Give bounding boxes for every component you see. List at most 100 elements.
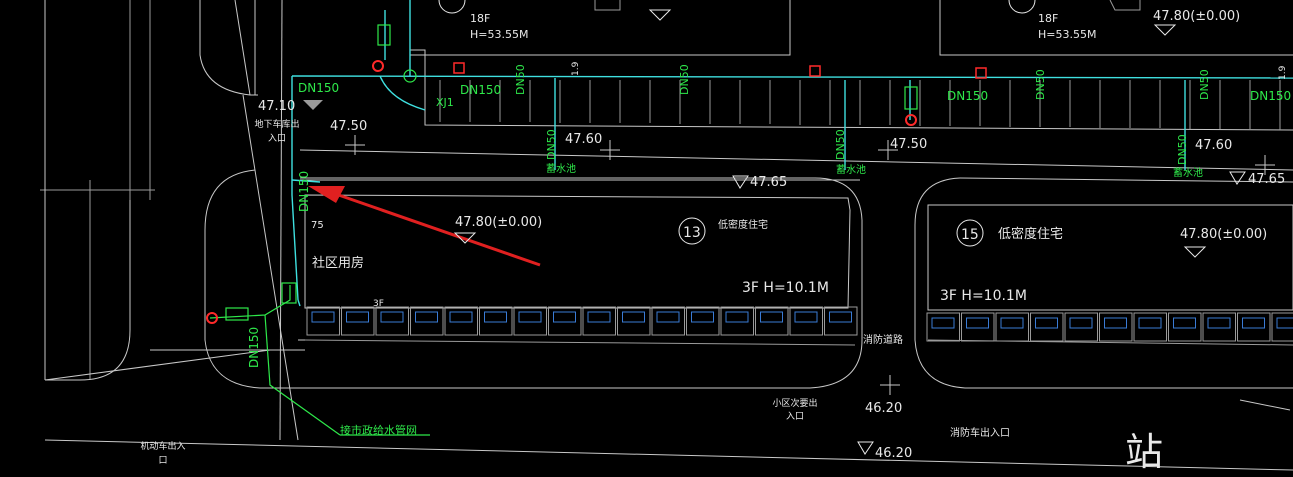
window-mark [622,311,645,323]
window-bay [789,306,823,336]
garage-exit-label: 地下车库出入口 [254,120,300,144]
window-bay [824,306,858,336]
window-mark [691,311,714,323]
window-mark [829,311,852,323]
window-mark [484,311,507,323]
window-bay [1237,312,1271,342]
window-mark [966,317,989,329]
window-mark [1000,317,1024,329]
window-mark [553,311,576,323]
dn50-label-2: DN50 [678,64,691,95]
window-mark [1173,317,1196,329]
window-bay [651,306,685,336]
window-bay [375,306,409,336]
building-15-number: 15 [961,227,979,243]
service-pipe [209,24,918,436]
building-13-name: 低密度住宅 [718,218,768,231]
window-bay [1099,312,1133,342]
window-bay [548,306,582,336]
dn50-label-6: DN50 [834,129,847,160]
building-15-floors-height: 3F H=10.1M [940,288,1027,304]
window-bay [1030,312,1064,342]
building-13-elevation: 47.80(±0.00) [455,215,542,230]
building-13-circle [678,217,706,245]
window-bay [617,306,651,336]
window-mark [346,311,369,323]
window-bay [1168,312,1202,342]
xj-label: XJ1 [436,96,454,109]
building-top-right-circle [1008,0,1036,14]
top-right-floors: 18F [1038,12,1058,25]
secondary-entrance-label: 小区次要出入口 [772,399,818,422]
window-mark [1207,317,1231,329]
window-mark [725,311,749,323]
window-mark [931,317,955,329]
dn50-label-1: DN50 [514,64,527,95]
note-19-2: 1.9 [1278,65,1288,80]
window-bay [479,306,513,336]
window-bay [995,312,1029,342]
elevation-e1: 47.10 [258,99,295,114]
note-75: 75 [311,220,324,231]
elevation-e2: 47.50 [330,119,367,134]
rainwater-pool-1: 蓄水池 [546,162,576,175]
window-bay [444,306,478,336]
elevation-e6: 47.65 [750,175,787,190]
window-bay [341,306,375,336]
window-mark [794,311,818,323]
window-mark [1242,317,1265,329]
dn50-label-4: DN50 [1198,69,1211,100]
window-bay [1202,312,1236,342]
window-mark [311,311,335,323]
window-row-13 [306,306,858,336]
window-bay [926,312,960,342]
building-15-elevation: 47.80(±0.00) [1180,227,1267,242]
dn150-label-1: DN150 [298,81,339,95]
water-main [291,0,1293,307]
window-bay [755,306,789,336]
building-13-number: 13 [683,225,701,241]
dn50-label-5: DN50 [545,129,558,160]
window-mark [760,311,783,323]
rainwater-pool-2: 蓄水池 [836,163,866,176]
dn150-label-vertical-1: DN150 [297,171,311,212]
elevation-e9: 46.20 [875,446,912,461]
window-bay [720,306,754,336]
window-mark [587,311,611,323]
window-mark [1069,317,1093,329]
dn150-label-vertical-2: DN150 [247,327,261,368]
dn150-label-2: DN150 [460,83,501,97]
building-outlines [40,0,1293,471]
window-bay [513,306,547,336]
top-left-floors: 18F [470,12,490,25]
window-mark [1035,317,1058,329]
red-arrow-annotation [308,186,541,267]
window-bay [686,306,720,336]
top-left-height: H=53.55M [470,28,528,41]
window-bay [1064,312,1098,342]
top-right-elevation: 47.80(±0.00) [1153,9,1240,24]
window-bay [961,312,995,342]
elevation-markers [303,9,1246,455]
elevation-e5: 47.60 [1195,138,1232,153]
window-mark [415,311,438,323]
window-mark [1138,317,1162,329]
building-13-floors-height: 3F H=10.1M [742,280,829,296]
elevation-e3: 47.60 [565,132,602,147]
window-bay [306,306,340,336]
window-bay [582,306,616,336]
hydrants [206,60,987,324]
elevation-e4: 47.50 [890,137,927,152]
window-mark [380,311,404,323]
window-mark [1104,317,1127,329]
window-row-15 [926,312,1293,342]
dn50-label-7: DN50 [1176,134,1189,165]
window-bay [1271,312,1293,342]
window-mark [656,311,680,323]
station-label: 站 [1125,430,1163,474]
community-name: 社区用房 [312,255,364,271]
rainwater-pool-3: 蓄水池 [1173,166,1203,179]
window-bay [410,306,444,336]
window-mark [1276,317,1293,329]
